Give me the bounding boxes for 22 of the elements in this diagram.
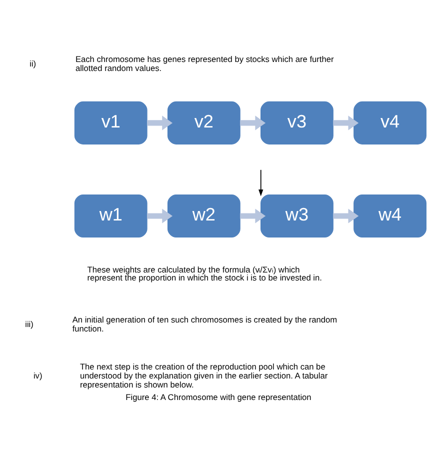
node-box: v1 xyxy=(74,100,148,144)
arrow xyxy=(333,208,359,223)
label: Each chromosome has genes represented by stocks which are further allotted random values. xyxy=(75,53,334,72)
node-box: v2 xyxy=(167,100,240,144)
node-box: w2 xyxy=(167,194,240,238)
label: ii) xyxy=(30,58,36,68)
arrow xyxy=(333,115,359,130)
arrow xyxy=(258,168,264,196)
node-box: w3 xyxy=(260,194,334,238)
label: An initial generation of ten such chromosomes is created by the random function. xyxy=(72,314,338,333)
label: iv) xyxy=(33,370,42,380)
label: The next step is the creation of the reproduction pool which can be understood by the explanation given in the earlier section. A tabular representation is shown below. xyxy=(80,361,328,390)
label: iii) xyxy=(25,318,34,328)
node-box: w1 xyxy=(74,194,148,238)
node-box: v3 xyxy=(260,100,334,144)
arrow xyxy=(147,115,173,130)
arrow xyxy=(240,115,266,130)
node-box: v4 xyxy=(354,100,426,144)
node-box: w4 xyxy=(354,194,426,238)
arrow xyxy=(240,208,266,223)
arrow xyxy=(147,208,173,223)
caption: Figure 4: A Chromosome with gene representation xyxy=(126,392,312,402)
